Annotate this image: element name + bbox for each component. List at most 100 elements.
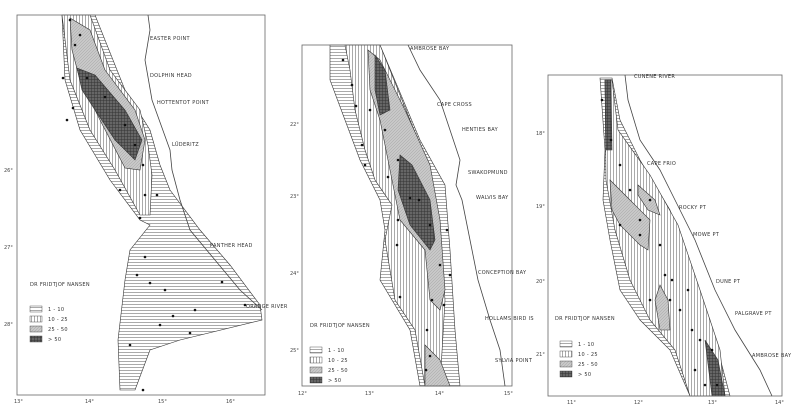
legend-label: > 50 <box>578 372 591 378</box>
zone-25-50 <box>609 179 651 251</box>
legend-swatch <box>29 325 43 333</box>
station-point <box>158 323 162 327</box>
place-label: HOTTENTOT POINT <box>157 100 210 106</box>
lon-tick: 15° <box>158 399 167 405</box>
legend-swatch <box>309 356 323 364</box>
station-point <box>442 303 446 307</box>
station-point <box>663 273 667 277</box>
station-point <box>383 128 387 132</box>
station-point <box>417 198 421 202</box>
station-point <box>118 188 122 192</box>
station-point <box>163 288 167 292</box>
station-point <box>143 255 147 259</box>
place-label: CAPE CROSS <box>437 102 472 108</box>
station-point <box>193 308 197 312</box>
place-label: CONCEPTION BAY <box>478 270 527 276</box>
station-point <box>618 223 622 227</box>
station-point <box>398 295 402 299</box>
legend-label: > 50 <box>48 337 61 343</box>
station-point <box>354 104 358 108</box>
legend-swatch <box>29 315 43 323</box>
station-point <box>133 143 137 147</box>
map-frame <box>301 44 513 387</box>
legend-swatch <box>29 335 43 343</box>
legend-swatch <box>559 360 573 368</box>
lat-tick: 22° <box>290 122 299 128</box>
station-point <box>363 163 367 167</box>
lat-tick: 18° <box>536 131 545 137</box>
zone-over-50 <box>76 67 143 161</box>
station-point <box>103 95 107 99</box>
legend-label: 10 - 25 <box>578 352 598 358</box>
zone-over-50 <box>397 154 436 251</box>
station-point <box>628 188 632 192</box>
station-point <box>425 328 429 332</box>
legend-label: 1 - 10 <box>328 348 344 354</box>
lat-tick: 19° <box>536 204 545 210</box>
legend-label: 10 - 25 <box>48 317 68 323</box>
lon-tick: 12° <box>634 400 643 406</box>
legend-swatch <box>559 350 573 358</box>
station-point <box>78 33 82 37</box>
station-point <box>693 368 697 372</box>
station-point <box>220 280 224 284</box>
station-point <box>424 368 428 372</box>
lon-tick: 11° <box>567 400 576 406</box>
station-point <box>445 228 449 232</box>
place-label: DUNE PT <box>716 279 741 285</box>
legend-swatch <box>309 366 323 374</box>
station-point <box>128 343 132 347</box>
station-point <box>155 193 159 197</box>
zone-25-50 <box>654 284 671 331</box>
station-point <box>618 163 622 167</box>
coastline <box>407 44 506 387</box>
legend-label: 1 - 10 <box>578 342 594 348</box>
lon-tick: 16° <box>226 399 235 405</box>
station-point <box>341 58 345 62</box>
station-point <box>710 348 714 352</box>
station-point <box>668 298 672 302</box>
station-point <box>698 338 702 342</box>
lon-tick: 13° <box>365 391 374 397</box>
place-label: AMBROSE BAY <box>752 353 792 359</box>
legend-swatch <box>309 346 323 354</box>
station-point <box>171 314 175 318</box>
map-frame <box>16 14 266 396</box>
coastline <box>144 14 263 311</box>
place-label: EASTER POINT <box>150 36 190 42</box>
map-frame <box>547 74 783 397</box>
place-label: AMBROSE BAY <box>410 46 450 52</box>
lat-tick: 26° <box>4 168 13 174</box>
legend-title: DR FRIDTJOF NANSEN <box>30 282 90 288</box>
legend-label: 10 - 25 <box>328 358 348 364</box>
station-point <box>609 138 613 142</box>
station-point <box>690 328 694 332</box>
station-point <box>350 83 354 87</box>
station-point <box>135 273 139 277</box>
lat-tick: 25° <box>290 348 299 354</box>
legend-swatch <box>309 376 323 384</box>
station-point <box>703 383 707 387</box>
station-point <box>658 243 662 247</box>
place-label: ORANGE RIVER <box>246 304 288 310</box>
place-label: PALGRAVE PT <box>735 311 772 317</box>
place-label: CAPE FRIO <box>647 161 676 167</box>
legend-title: DR FRIDTJOF NANSEN <box>310 323 370 329</box>
station-point <box>648 298 652 302</box>
station-point <box>438 263 442 267</box>
lon-tick: 13° <box>708 400 717 406</box>
station-point <box>360 143 364 147</box>
legend-swatch <box>29 305 43 313</box>
lat-tick: 24° <box>290 271 299 277</box>
place-label: DOLPHIN HEAD <box>150 73 192 79</box>
legend-label: > 50 <box>328 378 341 384</box>
station-point <box>430 298 434 302</box>
map-central-namibia <box>301 44 513 387</box>
legend-label: 25 - 50 <box>328 368 348 374</box>
lat-tick: 20° <box>536 279 545 285</box>
place-label: SYLVIA POINT <box>495 358 533 364</box>
lon-tick: 14° <box>435 391 444 397</box>
